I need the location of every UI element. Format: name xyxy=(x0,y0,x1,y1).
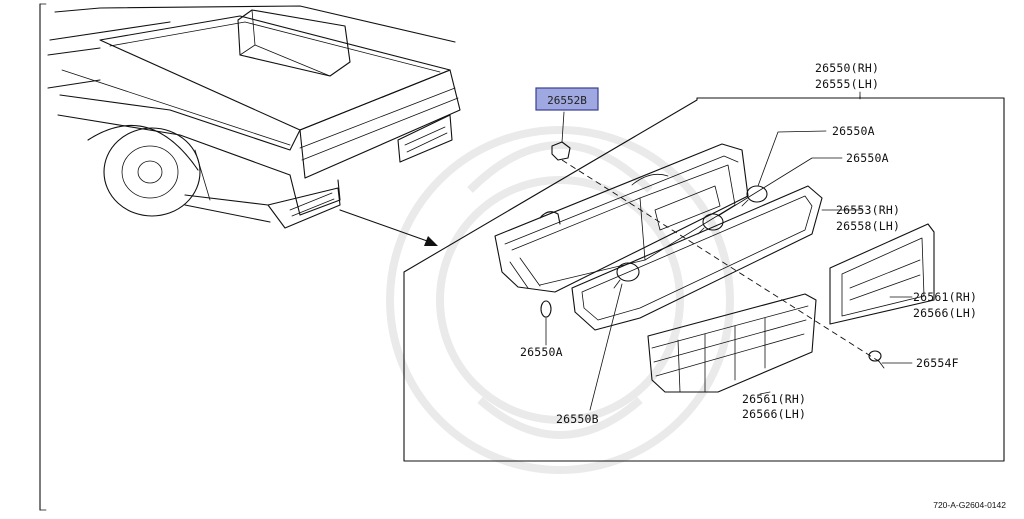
part-label-lens-lower-rh[interactable]: 26561(RH) xyxy=(742,392,806,406)
part-label-bulb-a-lower[interactable]: 26550A xyxy=(520,345,563,359)
bulb-a-upper xyxy=(741,185,768,207)
bulb-a-lower xyxy=(540,300,552,318)
highlighted-part-label: 26552B xyxy=(547,94,587,107)
gasket xyxy=(571,185,823,331)
bulb-b xyxy=(613,262,640,289)
assembly-line xyxy=(561,159,881,363)
part-label-lamp-rh[interactable]: 26550(RH) xyxy=(815,61,879,75)
leader-lines xyxy=(545,91,913,411)
lens-lower xyxy=(647,293,817,393)
lens-upper xyxy=(829,223,935,325)
truck-illustration xyxy=(47,5,461,229)
part-label-screw[interactable]: 26554F xyxy=(916,356,959,370)
direction-arrow xyxy=(339,209,438,246)
lamp-housing xyxy=(494,143,749,293)
part-label-lens-upper-lh[interactable]: 26566(LH) xyxy=(913,306,977,320)
highlighted-part-callout[interactable]: 26552B xyxy=(535,87,599,111)
part-label-lens-upper-rh[interactable]: 26561(RH) xyxy=(913,290,977,304)
part-label-socket-b[interactable]: 26550B xyxy=(556,412,599,426)
part-label-gasket-rh[interactable]: 26553(RH) xyxy=(836,203,900,217)
part-label-gasket-lh[interactable]: 26558(LH) xyxy=(836,219,900,233)
part-label-bulb-a-middle[interactable]: 26550A xyxy=(846,151,889,165)
part-label-lens-lower-lh[interactable]: 26566(LH) xyxy=(742,407,806,421)
diagram-id: 720-A-G2604-0142 xyxy=(933,500,1006,510)
part-label-bulb-a-upper[interactable]: 26550A xyxy=(832,124,875,138)
page-border xyxy=(39,3,47,511)
part-label-lamp-lh[interactable]: 26555(LH) xyxy=(815,77,879,91)
